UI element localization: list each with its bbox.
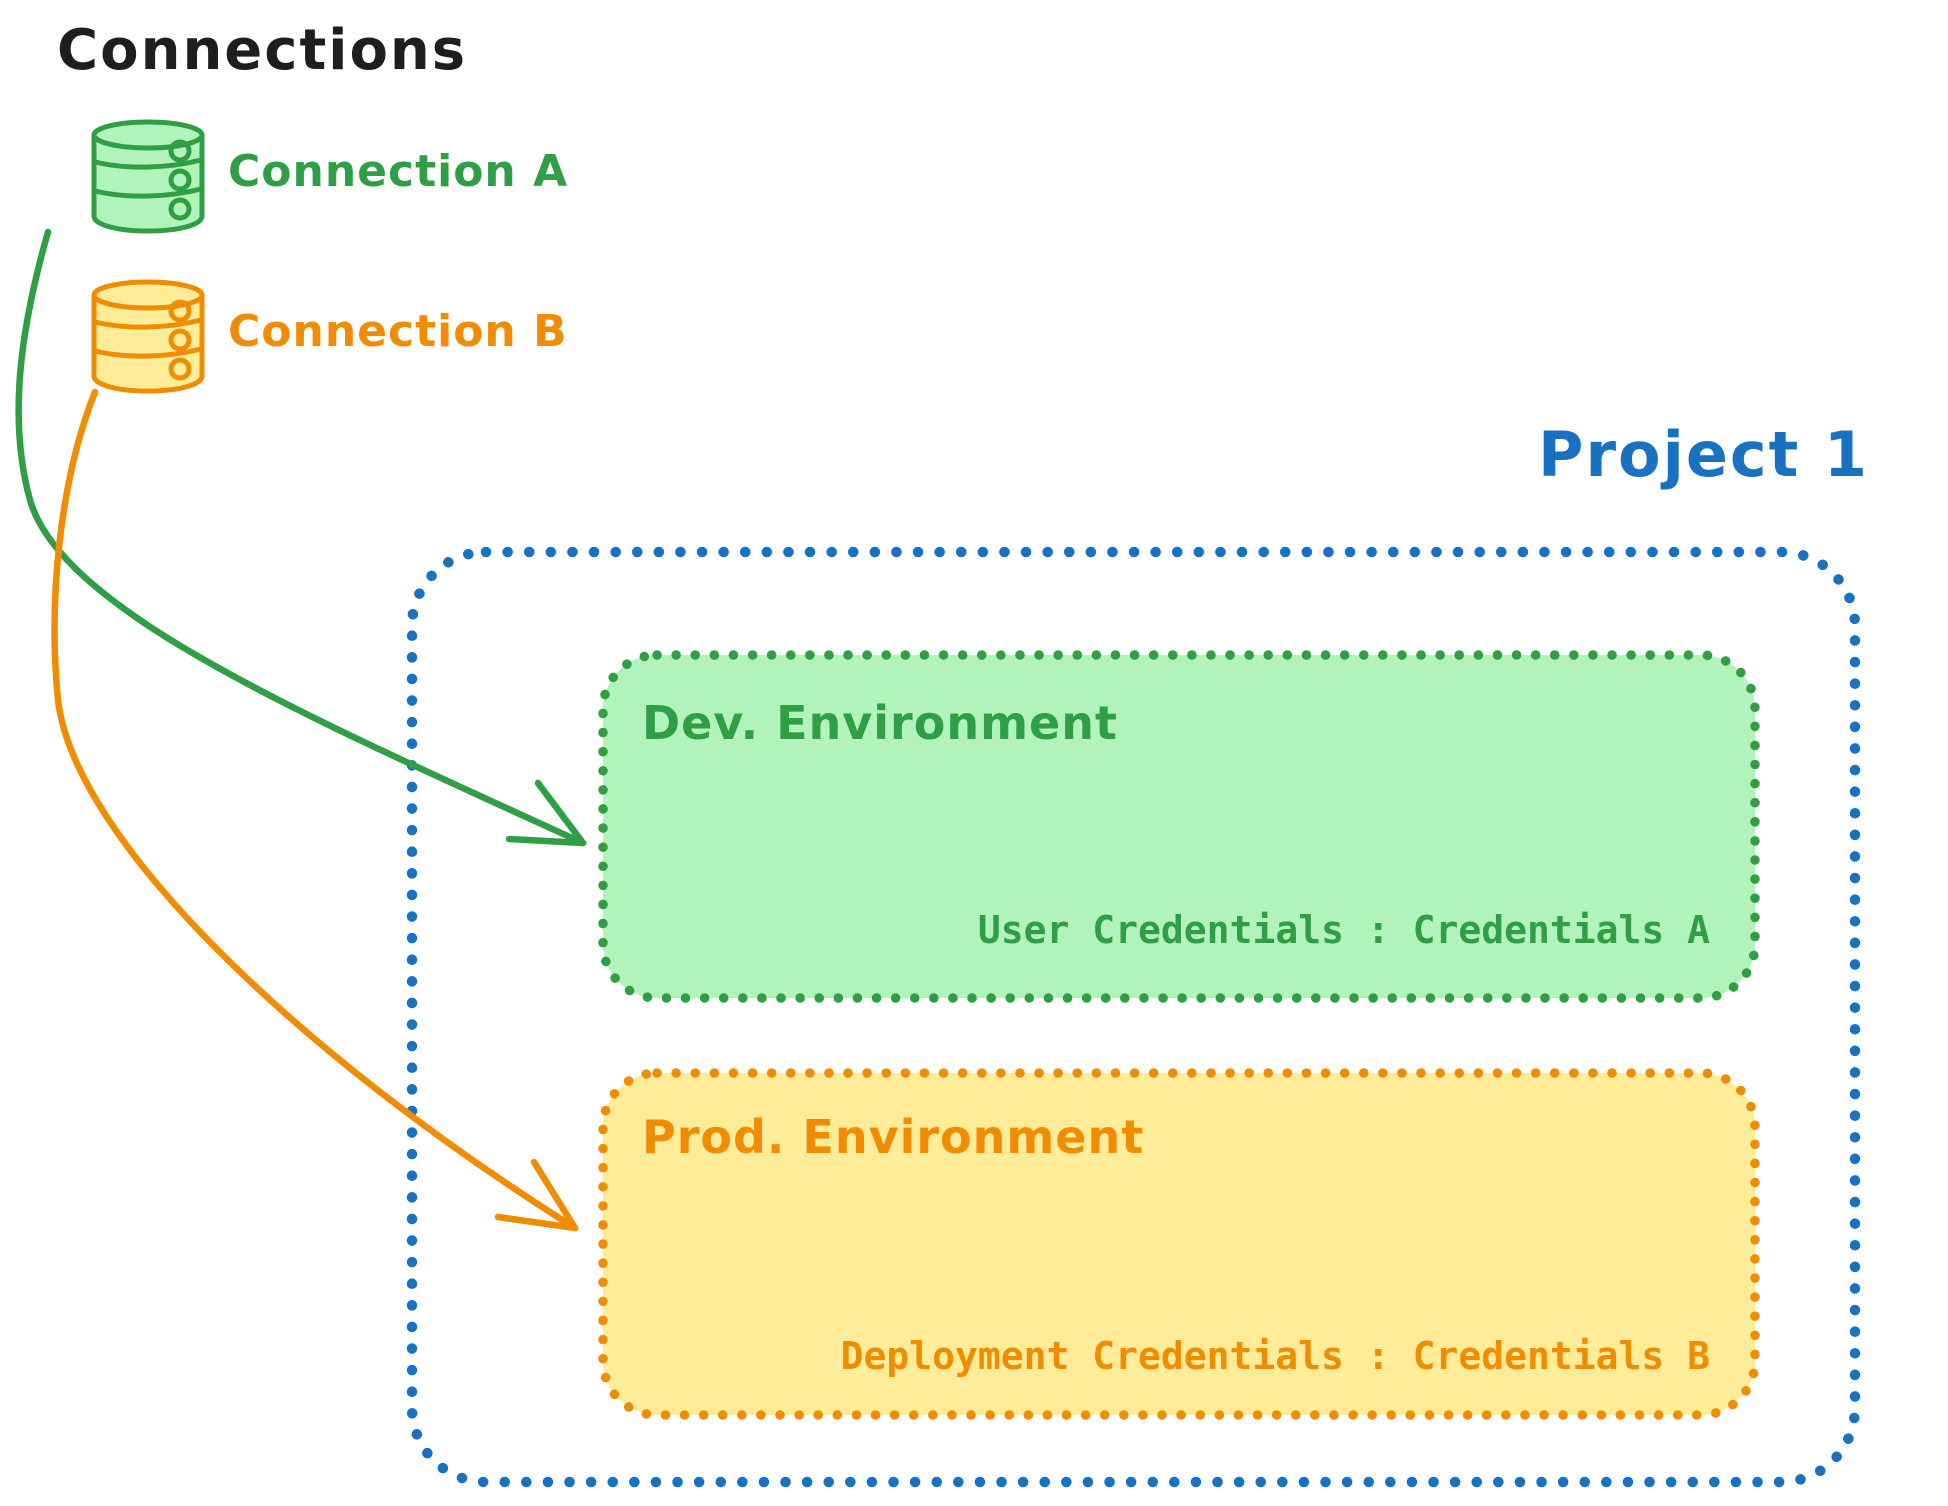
connection-a-label: Connection A: [228, 146, 569, 197]
prod-environment-box: [598, 1068, 1760, 1420]
dev-environment-credentials: User Credentials : Credentials A: [977, 908, 1710, 952]
page-title: Connections: [57, 18, 468, 83]
connection-b-arrow: [51, 388, 579, 1232]
prod-environment-credentials: Deployment Credentials : Credentials B: [840, 1334, 1710, 1378]
dev-environment-box: [598, 650, 1760, 1003]
project-box: [406, 546, 1861, 1488]
database-icon: [91, 119, 205, 234]
dev-environment-title: Dev. Environment: [642, 696, 1118, 750]
project-label: Project 1: [1538, 418, 1870, 491]
database-icon: [91, 279, 205, 394]
prod-environment-title: Prod. Environment: [642, 1110, 1145, 1164]
connection-b-label: Connection B: [228, 306, 568, 357]
